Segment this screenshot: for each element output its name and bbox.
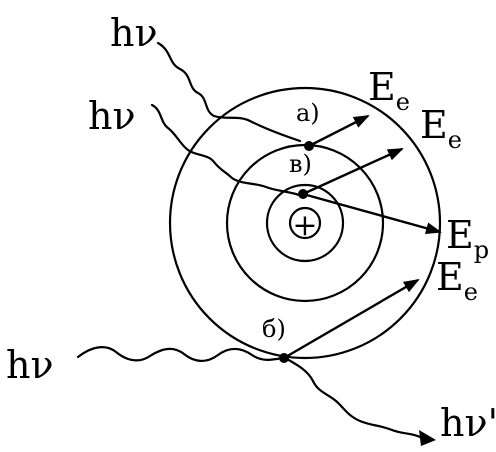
electron-energy-symbol: E (420, 103, 448, 147)
electron-energy-label-b: Ee (436, 255, 478, 306)
photon-path-middle (150, 103, 301, 197)
electron-energy-label-a: Ee (368, 65, 410, 116)
photon-label-middle: hν (88, 94, 136, 138)
scattered-photon-arrowhead (419, 430, 436, 446)
photon-label-bottom: hν (6, 343, 54, 387)
case-label-a: а) (296, 99, 320, 127)
electron-energy-subscript: e (448, 126, 462, 154)
electron-arrow-v (302, 147, 404, 196)
electron-energy-symbol: E (368, 65, 396, 109)
electron-energy-subscript: e (396, 88, 410, 116)
proton-arrow-v (302, 192, 442, 235)
photon-path-bottom-incoming (76, 346, 284, 362)
electron-energy-label-v: Ee (420, 103, 462, 154)
case-label-b: б) (262, 315, 286, 343)
electron-energy-subscript: e (464, 278, 478, 306)
photon-label-scattered: hν' (440, 401, 496, 445)
photon-path-scattered (283, 356, 422, 439)
photon-label-top: hν (110, 11, 158, 55)
case-label-v: в) (289, 150, 312, 178)
electron-arrow-b (283, 278, 420, 360)
nucleus-plus-sign: + (292, 208, 317, 243)
electron-arrow-a (308, 114, 370, 148)
nucleus (288, 206, 322, 240)
proton-energy-symbol: E (446, 213, 474, 257)
proton-energy-label: Ep (446, 213, 489, 264)
proton-energy-subscript: p (474, 236, 489, 264)
electron-energy-symbol: E (436, 255, 464, 299)
photon-path-top (156, 41, 302, 143)
inner-orbit (265, 183, 345, 263)
